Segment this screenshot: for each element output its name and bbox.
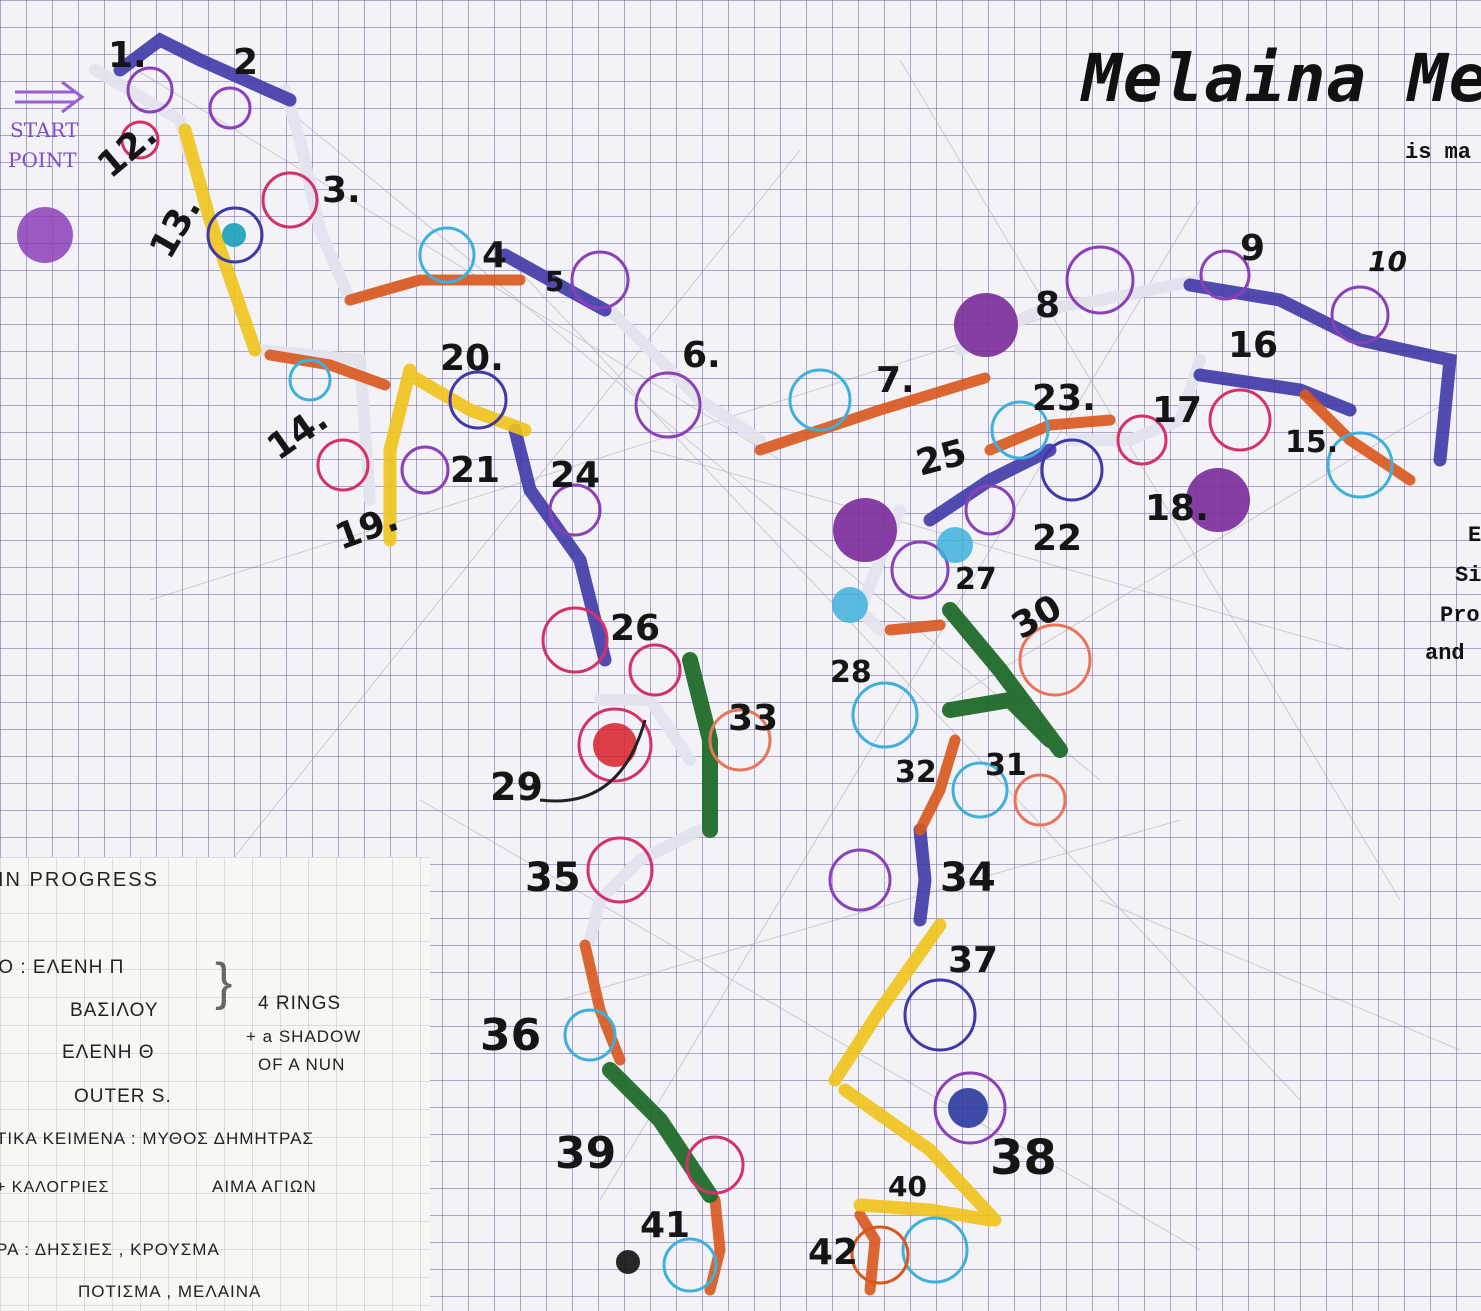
step-number: 2 (233, 42, 258, 83)
start-arrow-icon (15, 82, 82, 112)
step-number: 34 (940, 855, 996, 901)
step-number: 40 (888, 1170, 927, 1203)
notes-panel: IN PROGRESS ΙΟ : ΕΛΕΝΗ Π ΒΑΣΙΛΟΥ ΕΛΕΝΗ Θ… (0, 857, 430, 1311)
step-number: 17 (1152, 390, 1202, 431)
page-title: Melaina Me (1082, 40, 1481, 117)
subtitle: is ma (1405, 140, 1471, 165)
blue-strokes (120, 40, 1450, 920)
step-number: 5 (545, 265, 564, 298)
point-label: POINT (8, 148, 77, 172)
side-text-line: E (1468, 523, 1481, 548)
step-number: 33 (728, 698, 778, 739)
notes-line: + a SHADOW (246, 1027, 361, 1047)
notes-line: ΡΑ : ΔΗΣΣΙΕΣ , ΚΡΟΥΣΜΑ (0, 1240, 220, 1260)
notes-line: 4 RINGS (258, 993, 341, 1015)
step-number: 10 (1368, 245, 1407, 278)
notes-line: OUTER S. (74, 1086, 172, 1108)
step-number: 37 (948, 940, 998, 981)
step-number: 42 (808, 1232, 858, 1273)
step-number: 24 (550, 455, 600, 496)
side-text-line: Pro (1440, 603, 1480, 628)
notes-line: OF A NUN (258, 1055, 345, 1075)
step-number: 36 (480, 1010, 541, 1061)
notes-heading: IN PROGRESS (0, 869, 159, 892)
step-number: 8 (1035, 285, 1060, 326)
notes-line: ΙΟ : ΕΛΕΝΗ Π (0, 957, 124, 979)
step-number: 27 (955, 562, 997, 597)
step-number: 4 (482, 235, 507, 276)
brace-icon: } (215, 952, 233, 1012)
green-strokes (610, 610, 1060, 1195)
step-number: 16 (1228, 325, 1278, 366)
step-number: 41 (640, 1205, 690, 1246)
step-number: 28 (830, 655, 872, 690)
orange-strokes (270, 280, 1410, 1290)
notes-line: ΑΙΜΑ ΑΓΙΩΝ (212, 1177, 317, 1197)
step-number: 26 (610, 608, 660, 649)
notes-line: ΠΟΤΙΣΜΑ , ΜΕΛΑΙΝΑ (78, 1282, 261, 1302)
step-number: 29 (490, 765, 543, 809)
step-number: 23. (1032, 378, 1096, 419)
step-number: 9 (1240, 228, 1265, 269)
step-number: 32 (895, 755, 937, 790)
step-number: 38 (990, 1130, 1057, 1186)
notes-line: ΒΑΣΙΛΟΥ (70, 1000, 159, 1022)
step-number: 20. (440, 338, 504, 379)
side-text-line: and (1425, 641, 1465, 666)
start-label: START (10, 118, 78, 142)
step-number: 39 (555, 1128, 616, 1179)
white-paths (95, 70, 1200, 940)
step-number: 21 (450, 450, 500, 491)
notes-line: ΕΛΕΝΗ Θ (62, 1042, 155, 1064)
step-number: 22 (1032, 518, 1082, 559)
step-number: 7. (876, 360, 915, 401)
step-number: 35 (525, 855, 581, 901)
side-text-line: Si (1455, 563, 1481, 588)
notes-line: + ΚΑΛΟΓΡΙΕΣ (0, 1179, 109, 1197)
step-number: 15. (1285, 425, 1338, 460)
step-number: 31 (985, 748, 1027, 783)
step-number: 1. (108, 35, 147, 76)
step-number: 3. (322, 170, 361, 211)
step-number: 18. (1145, 488, 1209, 529)
step-number: 6. (682, 335, 721, 376)
notes-line: ΤΙΚΑ ΚΕΙΜΕΝΑ : ΜΥΘΟΣ ΔΗΜΗΤΡΑΣ (0, 1129, 314, 1149)
